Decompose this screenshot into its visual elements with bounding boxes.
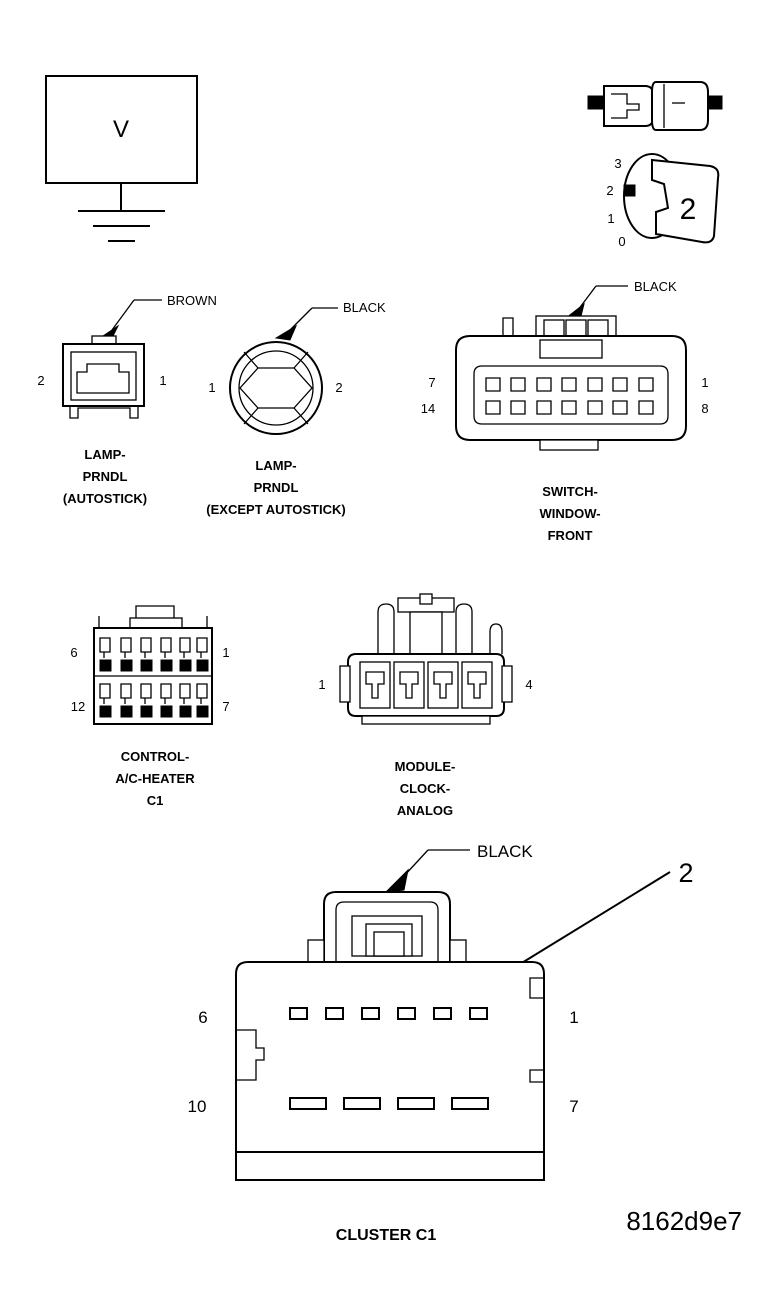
wire-color-label: BLACK [477,842,533,861]
connector-control-ac-heater-c1: 6 1 12 7 CONTROL- A/C-HEATER C1 [70,605,230,808]
connector-title-line-2: PRNDL [83,469,128,484]
wire-color-label: BLACK [634,279,677,294]
pin-row-bottom [485,400,654,415]
wire-color-label: BLACK [343,300,386,315]
connector-switch-window-front: BLACK 7 1 14 8 SWITCH- WINDOW- FRONT [421,279,709,543]
wire-color-label: BROWN [167,293,217,308]
pin-label-bottom-right: 7 [222,699,229,714]
terminal-callout-number: 2 [680,193,697,226]
pin-label-top-right: 1 [569,1008,578,1027]
callout-number: 2 [678,858,693,888]
connector-title-line-2: PRNDL [254,480,299,495]
pin-row-top [485,377,654,392]
position-label-2: 2 [606,183,613,198]
pin-row-top [99,637,209,672]
connector-title-line-3: ANALOG [397,803,453,818]
pin-label-bottom-right: 7 [569,1097,578,1116]
connector-title-line-1: SWITCH- [542,484,598,499]
pin-label-left: 2 [37,373,44,388]
pin-label-bottom-left: 10 [188,1097,207,1116]
pin-label-left: 1 [318,677,325,692]
pin-label-bottom-right: 8 [701,401,708,416]
figure-id: 8162d9e7 [626,1206,742,1236]
connector-title-line-1: MODULE- [395,759,456,774]
pin-row-bottom [99,683,209,718]
pin-row-top [289,1007,488,1020]
connector-title: CLUSTER C1 [336,1227,437,1244]
position-label-1: 1 [607,211,614,226]
color-arrow [384,868,409,893]
connector-title-line-3: C1 [147,793,164,808]
color-arrow [274,324,298,341]
terminal-position-icon: 3 2 1 0 2 [606,153,720,249]
pin-label-bottom-left: 14 [421,401,435,416]
connector-title-line-2: WINDOW- [539,506,600,521]
inline-connector-icon [587,81,723,131]
connector-title-line-1: LAMP- [255,458,296,473]
connector-title-line-3: (AUTOSTICK) [63,491,147,506]
pin-row-bottom [289,1097,489,1110]
pin-label-top-left: 7 [428,375,435,390]
connector-lamp-prndl-except-autostick: BLACK 1 2 LAMP- PRNDL (EXCEPT AUTOSTICK) [206,300,386,517]
position-label-0: 0 [618,234,625,249]
position-label-3: 3 [614,156,621,171]
pin-label-bottom-left: 12 [71,699,85,714]
connector-lamp-prndl-autostick: BROWN 2 1 LAMP- PRNDL (AUTOSTICK) [37,293,216,506]
connector-module-clock-analog: 1 4 MODULE- CLOCK- ANALOG [318,593,533,818]
connector-title-line-3: FRONT [548,528,593,543]
pin-label-left: 1 [208,380,215,395]
connector-title-line-1: CONTROL- [121,749,190,764]
position-marker [623,184,636,197]
pin-label-right: 1 [159,373,166,388]
pin-label-top-left: 6 [70,645,77,660]
connector-title-line-2: A/C-HEATER [115,771,195,786]
pin-label-top-right: 1 [222,645,229,660]
connector-title-line-1: LAMP- [84,447,125,462]
voltage-symbol-label: V [113,116,129,143]
voltage-ground-symbol: V [45,75,198,242]
pin-label-top-left: 6 [198,1008,207,1027]
pin-label-right: 2 [335,380,342,395]
connector-cluster-c1: BLACK 2 6 1 10 [188,842,694,1244]
connector-title-line-3: (EXCEPT AUTOSTICK) [206,502,345,517]
pin-row [359,661,493,709]
pin-label-right: 4 [525,677,532,692]
pin-label-top-right: 1 [701,375,708,390]
connector-title-line-2: CLOCK- [400,781,451,796]
